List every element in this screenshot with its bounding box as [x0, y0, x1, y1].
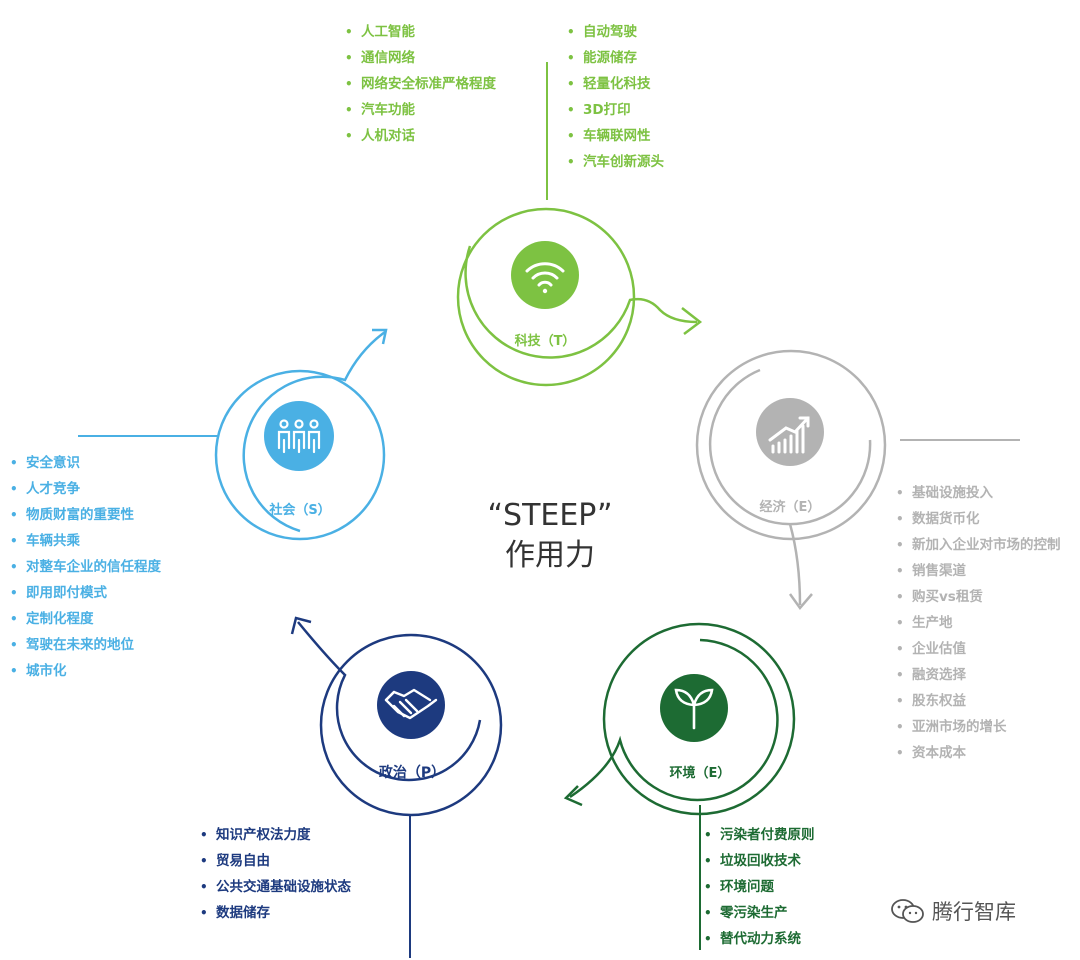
economy-list: 基础设施投入 数据货币化 新加入企业对市场的控制 销售渠道 购买vs租赁 生产地…	[896, 480, 1061, 766]
environment-arrow-head	[563, 785, 583, 807]
environment-node	[563, 622, 796, 950]
technology-arrow-head	[681, 307, 703, 335]
center-title: “STEEP” 作用力	[460, 496, 640, 576]
list-item: 污染者付费原则	[704, 822, 815, 848]
politics-arrow-head	[290, 616, 312, 635]
center-title-line1: “STEEP”	[487, 498, 613, 533]
list-item: 亚洲市场的增长	[896, 714, 1061, 740]
list-item: 车辆共乘	[10, 528, 161, 554]
technology-list-right: 自动驾驶 能源储存 轻量化科技 3D打印 车辆联网性 汽车创新源头	[567, 19, 664, 175]
society-node	[78, 328, 388, 541]
list-item: 城市化	[10, 658, 161, 684]
list-item: 物质财富的重要性	[10, 502, 161, 528]
list-item: 即用即付模式	[10, 580, 161, 606]
list-item: 能源储存	[567, 45, 664, 71]
wechat-icon	[890, 898, 926, 929]
list-item: 汽车功能	[345, 97, 496, 123]
society-arrow-head	[372, 328, 388, 345]
watermark: 腾行智库	[890, 896, 1016, 929]
wifi-icon	[525, 262, 565, 294]
economy-node	[695, 349, 1020, 611]
list-item: 人才竞争	[10, 476, 161, 502]
politics-arrow-ring	[297, 621, 482, 782]
technology-arrow-ring	[464, 245, 698, 359]
center-title-line2: 作用力	[505, 538, 595, 573]
list-item: 公共交通基础设施状态	[200, 874, 351, 900]
list-item: 数据货币化	[896, 506, 1061, 532]
list-item: 车辆联网性	[567, 123, 664, 149]
list-item: 环境问题	[704, 874, 815, 900]
technology-list-left: 人工智能 通信网络 网络安全标准严格程度 汽车功能 人机对话	[345, 19, 496, 149]
politics-outer-ring	[319, 633, 503, 817]
economy-label: 经济（E）	[759, 500, 821, 515]
society-list: 安全意识 人才竞争 物质财富的重要性 车辆共乘 对整车企业的信任程度 即用即付模…	[10, 450, 161, 684]
economy-arrow-ring	[708, 368, 872, 606]
list-item: 企业估值	[896, 636, 1061, 662]
list-item: 3D打印	[567, 97, 664, 123]
watermark-text: 腾行智库	[932, 900, 1016, 924]
list-item: 替代动力系统	[704, 926, 815, 952]
economy-icon-disc	[756, 398, 824, 466]
list-item: 基础设施投入	[896, 480, 1061, 506]
list-item: 定制化程度	[10, 606, 161, 632]
sprout-icon	[674, 688, 714, 730]
list-item: 网络安全标准严格程度	[345, 71, 496, 97]
list-item: 生产地	[896, 610, 1061, 636]
society-outer-ring	[214, 369, 386, 541]
society-icon-disc	[264, 401, 334, 471]
list-item: 购买vs租赁	[896, 584, 1061, 610]
list-item: 人工智能	[345, 19, 496, 45]
politics-list: 知识产权法力度 贸易自由 公共交通基础设施状态 数据储存	[200, 822, 351, 926]
list-item: 资本成本	[896, 740, 1061, 766]
economy-arrow-head	[788, 593, 813, 611]
list-item: 汽车创新源头	[567, 149, 664, 175]
list-item: 通信网络	[345, 45, 496, 71]
list-item: 驾驶在未来的地位	[10, 632, 161, 658]
list-item: 贸易自由	[200, 848, 351, 874]
list-item: 零污染生产	[704, 900, 815, 926]
society-label: 社会（S）	[269, 503, 331, 518]
technology-outer-ring	[456, 207, 636, 387]
environment-list: 污染者付费原则 垃圾回收技术 环境问题 零污染生产 替代动力系统	[704, 822, 815, 952]
list-item: 轻量化科技	[567, 71, 664, 97]
technology-label: 科技（T）	[514, 334, 576, 349]
list-item: 人机对话	[345, 123, 496, 149]
technology-icon-disc	[511, 241, 579, 309]
list-item: 销售渠道	[896, 558, 1061, 584]
list-item: 对整车企业的信任程度	[10, 554, 161, 580]
list-item: 自动驾驶	[567, 19, 664, 45]
environment-label: 环境（E）	[669, 766, 731, 781]
list-item: 垃圾回收技术	[704, 848, 815, 874]
politics-label: 政治（P）	[378, 765, 446, 781]
environment-arrow-ring	[569, 638, 779, 802]
list-item: 数据储存	[200, 900, 351, 926]
list-item: 知识产权法力度	[200, 822, 351, 848]
society-arrow-ring	[242, 330, 386, 533]
politics-node	[290, 616, 503, 958]
environment-outer-ring	[602, 622, 796, 816]
list-item: 融资选择	[896, 662, 1061, 688]
list-item: 安全意识	[10, 450, 161, 476]
list-item: 新加入企业对市场的控制	[896, 532, 1061, 558]
technology-node	[456, 62, 703, 387]
economy-outer-ring	[695, 349, 887, 541]
handshake-icon	[384, 688, 438, 720]
people-icon	[277, 419, 321, 454]
growth-chart-icon	[768, 416, 810, 454]
list-item: 股东权益	[896, 688, 1061, 714]
